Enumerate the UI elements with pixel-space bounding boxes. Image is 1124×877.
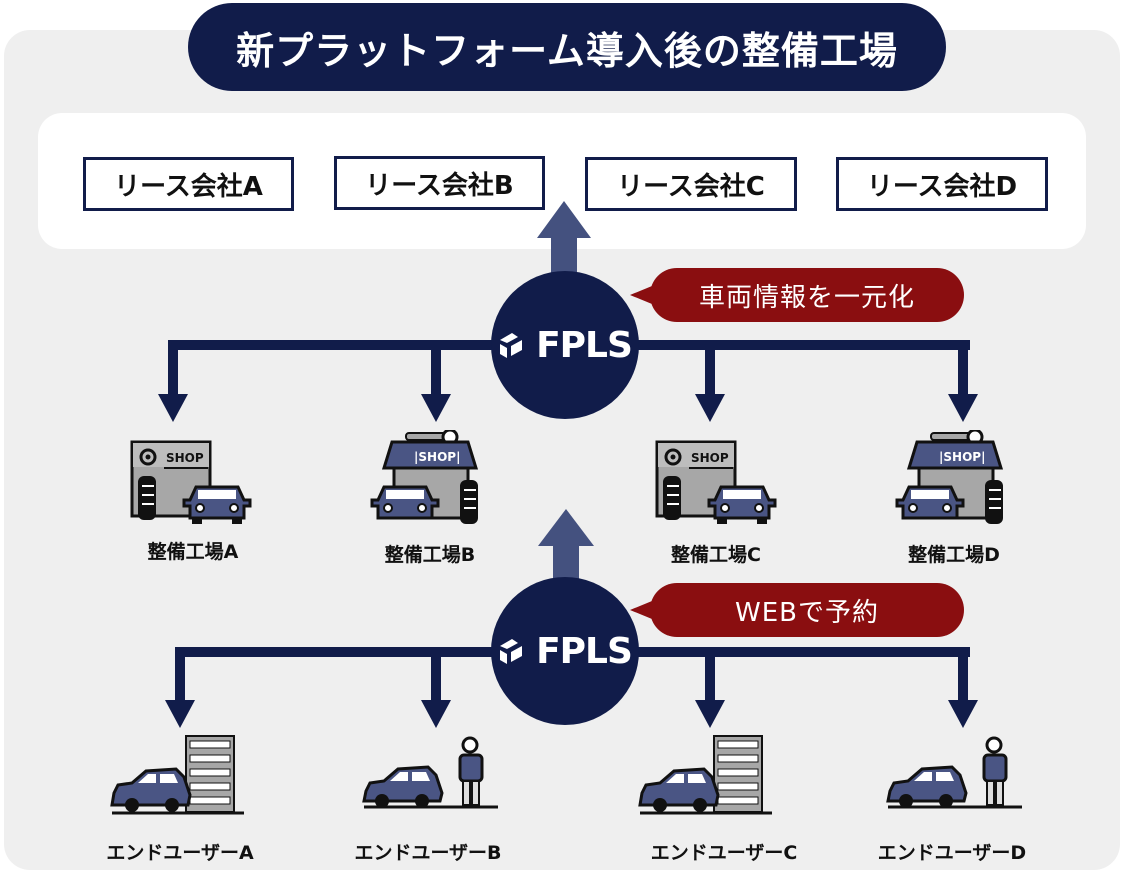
callout-text: 車両情報を一元化 <box>698 282 915 313</box>
arrow-down-shop-a <box>158 394 188 422</box>
callout-unify-vehicle-info: 車両情報を一元化 <box>630 268 964 322</box>
lease-company-d: リース会社D <box>836 157 1048 211</box>
car-with-person-icon <box>362 736 498 809</box>
lease-company-label: リース会社A <box>114 171 263 202</box>
callout-text: WEBで予約 <box>735 597 879 628</box>
fpls-logo-icon <box>500 333 523 358</box>
shop-label-c: 整備工場C <box>671 544 761 566</box>
svg-text:SHOP: SHOP <box>691 451 729 465</box>
end-user-label-c: エンドユーザーC <box>650 842 798 864</box>
car-with-person-icon <box>886 736 1022 809</box>
lease-company-label: リース会社D <box>866 171 1018 202</box>
lease-company-a: リース会社A <box>83 157 294 211</box>
shop-garage-icon: |SHOP| <box>370 430 479 524</box>
shop-label-b: 整備工場B <box>384 544 476 566</box>
arrow-down-user-c <box>695 700 725 728</box>
diagram-title-text: 新プラットフォーム導入後の整備工場 <box>236 28 898 73</box>
shop-building-icon: SHOP <box>655 440 777 524</box>
fpls-hub-bottom: FPLS <box>491 577 639 725</box>
callout-web-booking: WEBで予約 <box>630 583 964 637</box>
svg-text:SHOP: SHOP <box>166 451 204 465</box>
arrow-down-user-b <box>421 700 451 728</box>
fpls-logo-icon <box>500 639 523 664</box>
shop-label-d: 整備工場D <box>908 544 1000 566</box>
arrow-down-shop-d <box>948 394 978 422</box>
svg-text:|SHOP|: |SHOP| <box>939 450 985 464</box>
up-arrow-to-shops <box>538 509 594 584</box>
shop-garage-icon: |SHOP| <box>895 430 1004 524</box>
arrow-down-shop-b <box>421 394 451 422</box>
lease-company-label: リース会社C <box>617 171 765 202</box>
fpls-hub-top: FPLS <box>491 271 639 419</box>
fpls-logo-text: FPLS <box>536 324 633 366</box>
fpls-logo-text: FPLS <box>536 630 633 672</box>
shop-label-a: 整備工場A <box>147 541 239 563</box>
end-user-label-a: エンドユーザーA <box>106 842 254 864</box>
lease-company-label: リース会社B <box>365 170 514 201</box>
diagram-title: 新プラットフォーム導入後の整備工場 <box>188 3 946 91</box>
car-with-building-icon <box>638 735 772 815</box>
arrow-down-shop-c <box>695 394 725 422</box>
car-with-building-icon <box>110 735 244 815</box>
svg-text:|SHOP|: |SHOP| <box>414 450 460 464</box>
lease-company-c: リース会社C <box>585 157 797 211</box>
end-user-label-b: エンドユーザーB <box>354 842 502 864</box>
shop-building-icon: SHOP <box>130 440 252 524</box>
lease-company-b: リース会社B <box>334 156 545 210</box>
arrow-down-user-a <box>165 700 195 728</box>
up-arrow-to-lease <box>537 201 591 276</box>
arrow-down-user-d <box>948 700 978 728</box>
end-user-label-d: エンドユーザーD <box>877 842 1027 864</box>
